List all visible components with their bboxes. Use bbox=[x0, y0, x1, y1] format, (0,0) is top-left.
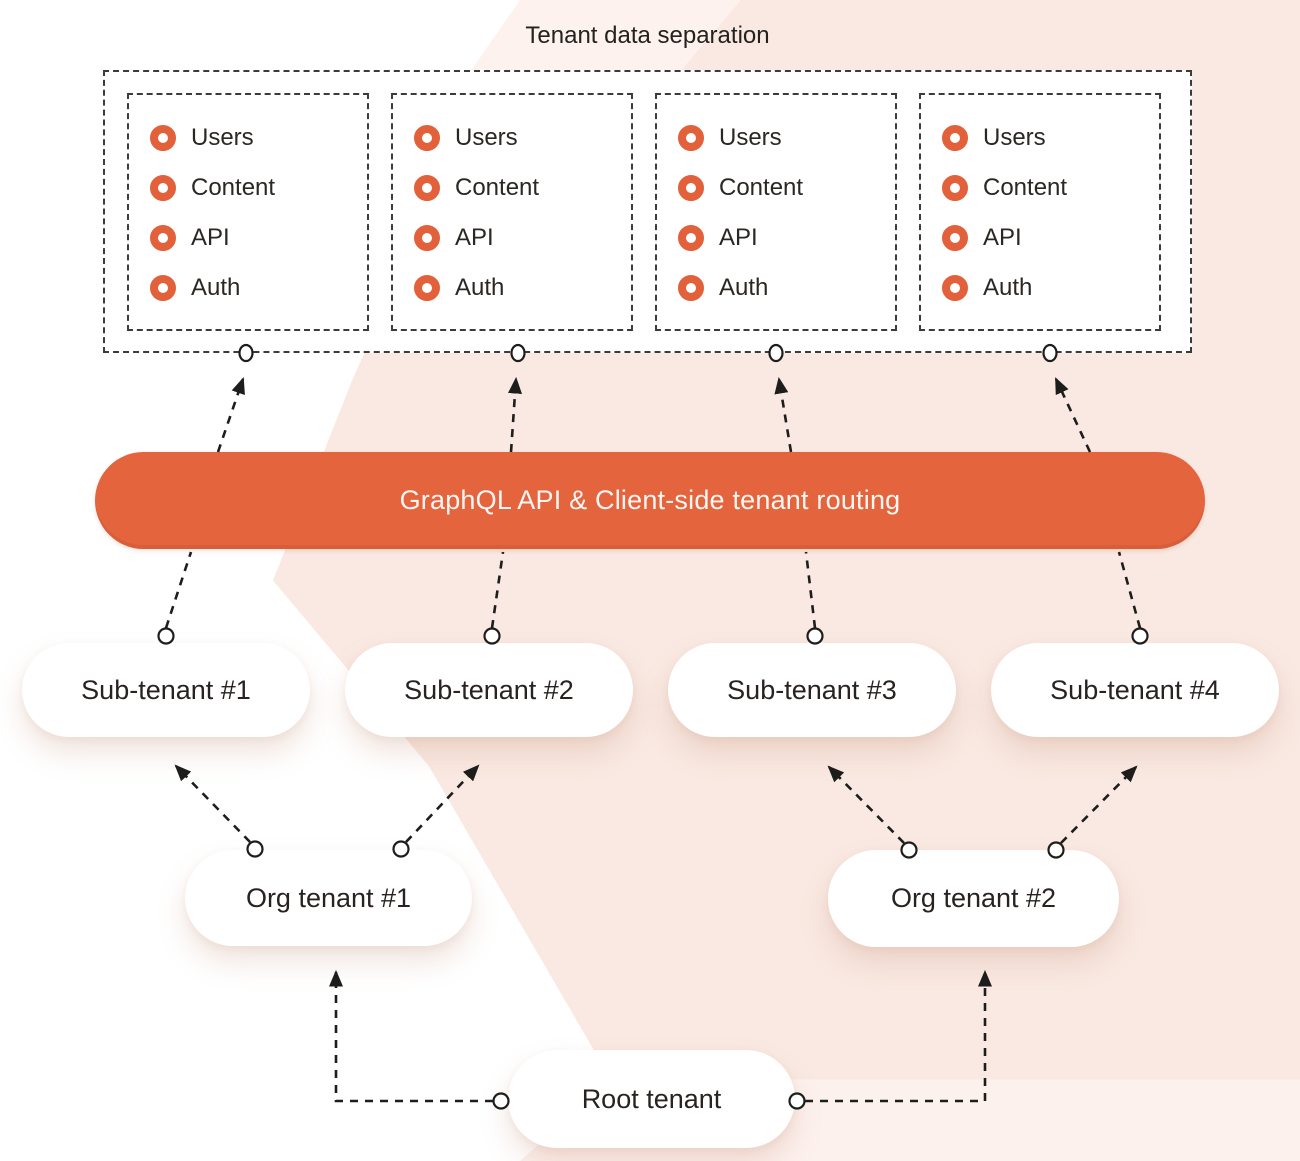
sub-tenant-2-pill: Sub-tenant #2 bbox=[345, 643, 633, 737]
tenant-data-box-2: Users Content API Auth bbox=[391, 93, 633, 331]
org-tenant-2-pill: Org tenant #2 bbox=[828, 850, 1119, 947]
tenant-data-item: Content bbox=[921, 163, 1159, 213]
arrow-bar-to-box-2 bbox=[508, 376, 523, 453]
arrow-bar-to-box-3 bbox=[774, 376, 793, 453]
root-tenant-label: Root tenant bbox=[581, 1083, 722, 1114]
record-dot-icon bbox=[414, 175, 440, 201]
tenant-data-item: API bbox=[657, 213, 895, 263]
arrow-root-to-org-1 bbox=[328, 969, 493, 1103]
tenant-data-item-label: Content bbox=[455, 174, 540, 201]
sub-tenant-3-pill: Sub-tenant #3 bbox=[668, 643, 956, 737]
org-tenant-1-label: Org tenant #1 bbox=[245, 882, 412, 913]
record-dot-icon bbox=[150, 225, 176, 251]
tenant-data-item: Content bbox=[657, 163, 895, 213]
tenant-data-item-label: Users bbox=[983, 124, 1046, 151]
graphql-routing-bar-label: GraphQL API & Client-side tenant routing bbox=[399, 485, 901, 515]
org-tenant-2-label: Org tenant #2 bbox=[890, 883, 1057, 913]
record-dot-icon bbox=[678, 275, 704, 301]
tenant-data-item: Content bbox=[393, 163, 631, 213]
record-dot-icon bbox=[942, 125, 968, 151]
arrow-org-2-to-sub-3 bbox=[827, 765, 905, 844]
tenant-data-item-label: Content bbox=[191, 174, 276, 201]
arrow-org-2-to-sub-4 bbox=[1060, 765, 1138, 844]
record-dot-icon bbox=[678, 125, 704, 151]
tenant-data-item: API bbox=[921, 213, 1159, 263]
link-sub-4-to-bar bbox=[1117, 551, 1142, 629]
tenant-data-item: Auth bbox=[129, 263, 367, 313]
arrow-bar-to-box-1 bbox=[216, 377, 245, 453]
port-root-left bbox=[492, 1092, 510, 1110]
tenant-data-item-label: Auth bbox=[455, 274, 505, 301]
tenant-data-item: Users bbox=[129, 113, 367, 163]
sub-tenant-4-label: Sub-tenant #4 bbox=[1050, 674, 1220, 705]
diagram-title: Tenant data separation bbox=[525, 22, 770, 49]
record-dot-icon bbox=[414, 275, 440, 301]
tenant-data-item-label: Auth bbox=[191, 274, 241, 301]
tenant-data-item-label: Users bbox=[455, 124, 518, 151]
tenant-data-item: Auth bbox=[393, 263, 631, 313]
link-sub-1-to-bar bbox=[164, 551, 193, 629]
link-sub-2-to-bar bbox=[490, 551, 505, 629]
tenant-data-item: Users bbox=[921, 113, 1159, 163]
arrow-org-1-to-sub-1 bbox=[174, 764, 251, 843]
record-dot-icon bbox=[942, 275, 968, 301]
tenant-data-item: Auth bbox=[657, 263, 895, 313]
org-tenant-1-pill: Org tenant #1 bbox=[185, 850, 472, 946]
tenant-data-item: Users bbox=[393, 113, 631, 163]
record-dot-icon bbox=[150, 175, 176, 201]
tenant-data-item-label: API bbox=[455, 224, 494, 251]
record-dot-icon bbox=[942, 225, 968, 251]
sub-tenant-1-pill: Sub-tenant #1 bbox=[22, 643, 310, 737]
tenant-data-item-label: Auth bbox=[983, 274, 1033, 301]
tenant-data-item: Auth bbox=[921, 263, 1159, 313]
tenant-data-item-label: Auth bbox=[719, 274, 769, 301]
tenant-data-item-label: API bbox=[983, 224, 1022, 251]
tenant-data-box-1: Users Content API Auth bbox=[127, 93, 369, 331]
record-dot-icon bbox=[414, 225, 440, 251]
tenant-data-item-label: Users bbox=[719, 124, 782, 151]
port-sub-2 bbox=[483, 627, 501, 645]
port-sub-4 bbox=[1131, 627, 1149, 645]
arrow-root-to-org-2 bbox=[805, 969, 993, 1103]
tenant-data-item: Content bbox=[129, 163, 367, 213]
link-sub-3-to-bar bbox=[804, 551, 817, 629]
arrow-org-1-to-sub-2 bbox=[405, 764, 480, 843]
sub-tenant-2-label: Sub-tenant #2 bbox=[404, 674, 574, 705]
tenant-data-item: Users bbox=[657, 113, 895, 163]
tenant-data-item-label: API bbox=[191, 224, 230, 251]
tenant-data-item-label: Users bbox=[191, 124, 254, 151]
record-dot-icon bbox=[150, 275, 176, 301]
root-tenant-pill: Root tenant bbox=[508, 1050, 795, 1148]
record-dot-icon bbox=[150, 125, 176, 151]
tenant-data-box-3: Users Content API Auth bbox=[655, 93, 897, 331]
tenant-data-item-label: Content bbox=[983, 174, 1068, 201]
sub-tenant-4-pill: Sub-tenant #4 bbox=[991, 643, 1279, 737]
tenant-data-item: API bbox=[129, 213, 367, 263]
tenant-data-item-label: API bbox=[719, 224, 758, 251]
record-dot-icon bbox=[678, 175, 704, 201]
arrow-bar-to-box-4 bbox=[1054, 377, 1092, 453]
record-dot-icon bbox=[414, 125, 440, 151]
port-sub-3 bbox=[806, 627, 824, 645]
sub-tenant-3-label: Sub-tenant #3 bbox=[727, 674, 897, 705]
record-dot-icon bbox=[678, 225, 704, 251]
tenant-data-box-4: Users Content API Auth bbox=[919, 93, 1161, 331]
record-dot-icon bbox=[942, 175, 968, 201]
graphql-routing-bar: GraphQL API & Client-side tenant routing bbox=[95, 452, 1205, 549]
sub-tenant-1-label: Sub-tenant #1 bbox=[81, 674, 251, 705]
port-sub-1 bbox=[157, 627, 175, 645]
tenant-data-item: API bbox=[393, 213, 631, 263]
tenant-data-item-label: Content bbox=[719, 174, 804, 201]
